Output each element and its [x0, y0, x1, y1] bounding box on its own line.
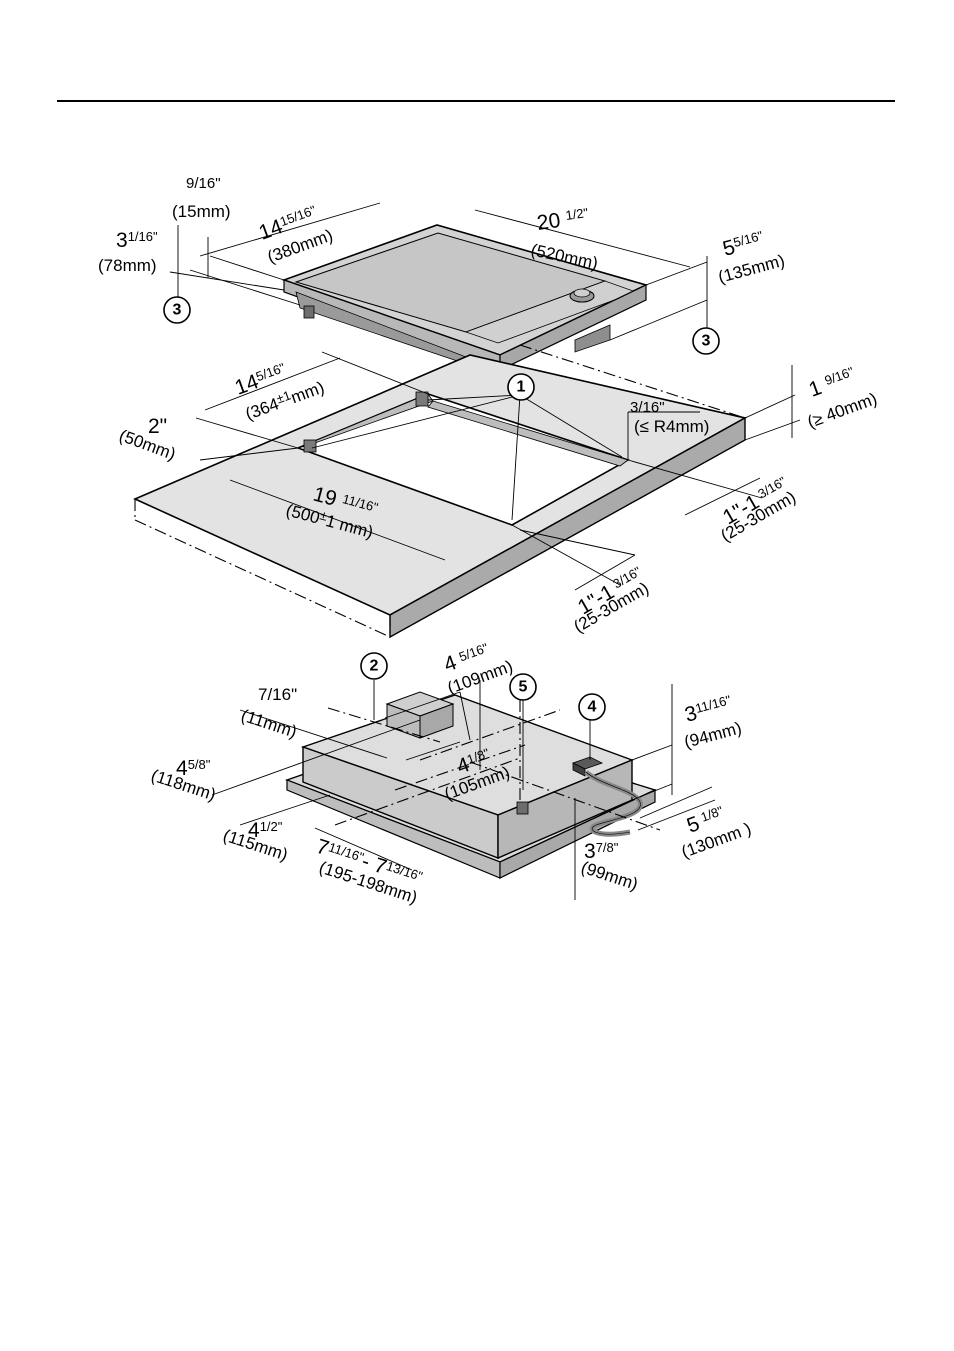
callout-4: 4 — [578, 693, 606, 721]
dim-7-16: 7/16" — [258, 685, 297, 704]
hob-dimension-lines — [169, 202, 708, 341]
svg-text:2: 2 — [370, 658, 379, 675]
callout-3-right: 3 — [692, 327, 720, 355]
callout-1: 1 — [507, 373, 535, 401]
svg-text:4: 4 — [588, 699, 597, 716]
dim-15mm: (15mm) — [172, 202, 231, 221]
hob-top-view — [281, 224, 649, 373]
dim-11mm: (11mm) — [239, 706, 299, 742]
dim-3-7-8: 37/8" — [584, 840, 619, 863]
dim-4-1-2: 41/2" — [248, 819, 283, 842]
underside-dimension-lines — [211, 680, 716, 900]
dim-3-16: 3/16" — [630, 399, 665, 416]
cutout-dimension-lines — [195, 351, 801, 591]
dim-3-1-16: 31/16" — [116, 229, 158, 252]
dim-r4mm: (≤ R4mm) — [634, 417, 709, 436]
countertop — [133, 344, 748, 639]
dim-1-9-16: 19/16" — [806, 364, 859, 402]
callout-3-left: 3 — [163, 296, 191, 324]
svg-text:5: 5 — [519, 679, 528, 696]
dim-9-16: 9/16" — [186, 175, 221, 192]
svg-text:3: 3 — [702, 333, 711, 350]
callout-2: 2 — [360, 652, 388, 680]
dim-78mm: (78mm) — [98, 256, 157, 275]
svg-text:3: 3 — [173, 302, 182, 319]
hob-underside-view — [284, 691, 661, 879]
dim-4-5-8: 45/8" — [176, 757, 211, 780]
svg-text:1: 1 — [517, 379, 526, 396]
dim-2in: 2" — [148, 415, 167, 438]
callout-5: 5 — [509, 673, 537, 701]
dim-99mm: (99mm) — [579, 858, 641, 894]
dim-4-1-8: 41/8" — [454, 745, 495, 779]
